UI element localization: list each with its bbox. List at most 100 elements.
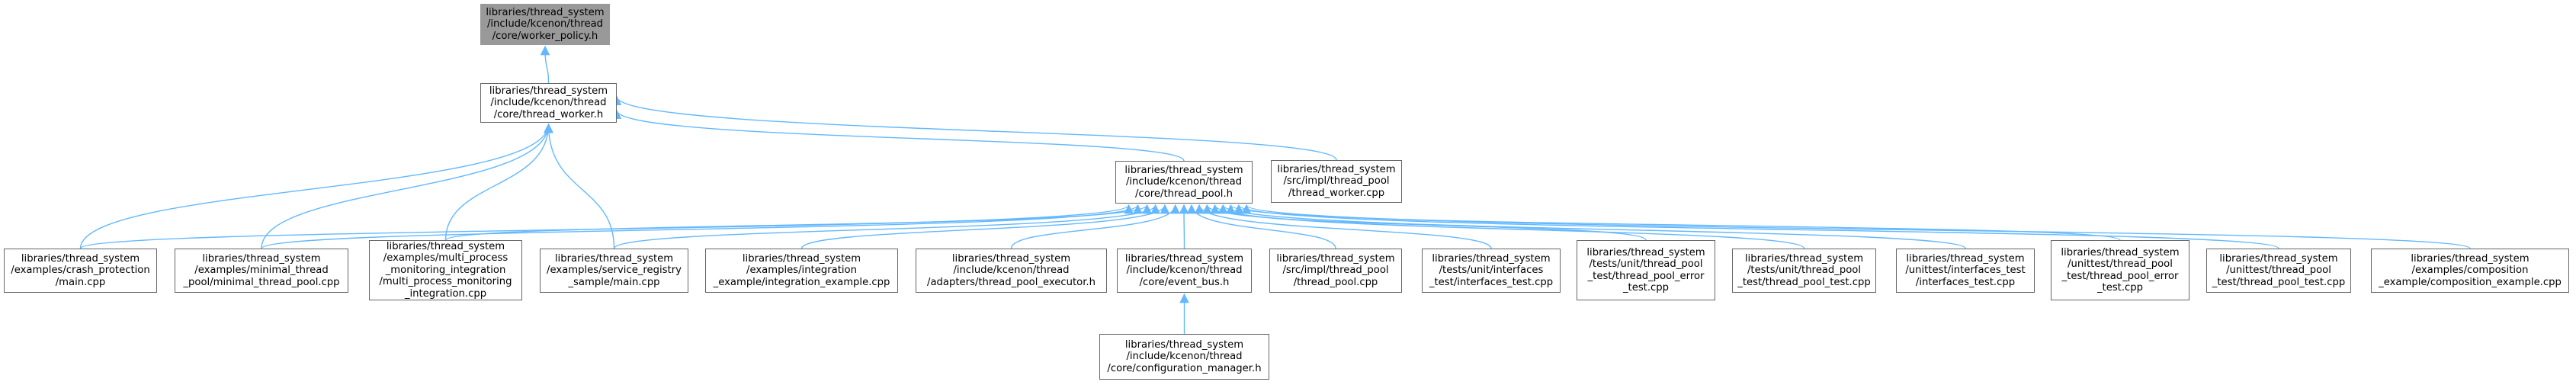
node-label-line: libraries/thread_system (951, 252, 1071, 265)
node-label-line: /examples/crash_protection (11, 265, 150, 277)
edge-thread-worker-h-to-worker-policy (540, 45, 550, 84)
node-label-line: libraries/thread_system (1276, 252, 1395, 265)
node-crash-protection[interactable]: libraries/thread_system/examples/crash_p… (4, 249, 157, 293)
edge-adapters-executor-to-thread-pool-h (1010, 204, 1180, 249)
node-label-line: /examples/multi_process (383, 252, 508, 265)
node-event-bus[interactable]: libraries/thread_system/include/kcenon/t… (1117, 249, 1252, 293)
node-label-line: libraries/thread_system (1124, 164, 1243, 176)
node-tests-pool-error[interactable]: libraries/thread_system/tests/unit/threa… (1577, 240, 1715, 300)
node-label-line: _test/thread_pool_test.cpp (2212, 276, 2346, 288)
node-label-line: _test.cpp (1622, 281, 1670, 294)
node-label-line: _test/thread_pool_error (2061, 270, 2179, 282)
node-tests-pool-test[interactable]: libraries/thread_system/tests/unit/threa… (1732, 249, 1876, 293)
node-label-line: /adapters/thread_pool_executor.h (927, 276, 1096, 288)
node-label-line: libraries/thread_system (1586, 246, 1705, 258)
edge-integration-example-to-thread-pool-h (800, 204, 1170, 249)
node-label-line: libraries/thread_system (1124, 338, 1244, 351)
node-label-line: _sample/main.cpp (568, 276, 660, 288)
node-label-line: /examples/composition (2411, 265, 2529, 277)
node-label-line: libraries/thread_system (386, 240, 505, 252)
edge-unittest-interfaces-to-thread-pool-h (1218, 204, 1966, 249)
node-worker-policy: libraries/thread_system/include/kcenon/t… (480, 4, 610, 45)
node-label-line: _test.cpp (2096, 281, 2144, 294)
edge-tests-pool-test-to-thread-pool-h (1210, 204, 1805, 249)
node-label-line: /unittest/thread_pool (2226, 265, 2331, 277)
edge-service-registry-to-thread-worker-h (544, 123, 615, 249)
node-configuration-manager[interactable]: libraries/thread_system/include/kcenon/t… (1099, 334, 1269, 380)
node-label-line: /src/impl/thread_pool (1283, 175, 1390, 188)
node-label-line: libraries/thread_system (489, 85, 608, 97)
node-unittest-interfaces[interactable]: libraries/thread_system/unittest/interfa… (1896, 249, 2035, 293)
node-label-line: _test/thread_pool_error (1587, 270, 1705, 282)
node-label-line: _pool/minimal_thread_pool.cpp (183, 276, 340, 288)
node-impl-thread-pool[interactable]: libraries/thread_system/src/impl/thread_… (1269, 249, 1402, 293)
node-label-line: /tests/unit/interfaces (1439, 265, 1544, 277)
node-label-line: _integration.cpp (404, 287, 487, 300)
node-label-line: libraries/thread_system (21, 252, 140, 265)
node-thread-pool-h[interactable]: libraries/thread_system/include/kcenon/t… (1115, 161, 1253, 204)
edge-thread-pool-h-to-thread-worker-h (611, 109, 1185, 162)
node-label-line: libraries/thread_system (554, 252, 674, 265)
edge-minimal-thread-pool-to-thread-worker-h (261, 123, 553, 249)
edge-unittest-pool-test-to-thread-pool-h (1233, 204, 2279, 249)
node-label-line: libraries/thread_system (1124, 252, 1244, 265)
node-label-line: /main.cpp (55, 276, 106, 288)
node-thread-worker-cpp[interactable]: libraries/thread_system/src/impl/thread_… (1271, 160, 1402, 203)
node-thread-worker-h[interactable]: libraries/thread_system/include/kcenon/t… (480, 83, 617, 123)
node-label-line: /tests/unit/thread_pool (1747, 265, 1862, 277)
node-label-line: /src/impl/thread_pool (1282, 265, 1389, 277)
node-label-line: /interfaces_test.cpp (1915, 276, 2016, 288)
node-label-line: libraries/thread_system (1744, 252, 1864, 265)
node-label-line: libraries/thread_system (1432, 252, 1551, 265)
node-label-line: /core/thread_pool.h (1135, 188, 1233, 200)
node-interfaces-test[interactable]: libraries/thread_system/tests/unit/inter… (1422, 249, 1561, 293)
node-label-line: libraries/thread_system (2061, 246, 2180, 258)
node-label-line: /include/kcenon/thread (1126, 265, 1243, 277)
node-label-line: /examples/service_registry (547, 265, 682, 277)
node-label-line: /core/thread_worker.h (493, 108, 604, 120)
node-label-line: _test/thread_pool_test.cpp (1737, 276, 1871, 288)
node-composition-example[interactable]: libraries/thread_system/examples/composi… (2371, 249, 2569, 293)
node-label-line: libraries/thread_system (2219, 252, 2338, 265)
node-label-line: libraries/thread_system (202, 252, 321, 265)
edge-composition-example-to-thread-pool-h (1242, 204, 2471, 249)
node-label-line: /multi_process_monitoring (379, 276, 512, 288)
edge-interfaces-test-to-thread-pool-h (1194, 204, 1492, 249)
node-label-line: /thread_worker.cpp (1288, 187, 1385, 199)
node-label-line: /include/kcenon/thread (1126, 351, 1243, 363)
node-label-line: /core/event_bus.h (1139, 276, 1230, 288)
node-label-line: libraries/thread_system (742, 252, 861, 265)
node-label-line: /include/kcenon/thread (486, 18, 604, 30)
node-integration-example[interactable]: libraries/thread_system/examples/integra… (705, 249, 898, 293)
edge-thread-worker-cpp-to-thread-worker-h (611, 95, 1337, 161)
node-multi-process[interactable]: libraries/thread_system/examples/multi_p… (369, 240, 522, 300)
node-label-line: /core/configuration_manager.h (1107, 362, 1262, 374)
node-adapters-executor[interactable]: libraries/thread_system/include/kcenon/t… (916, 249, 1107, 293)
node-label-line: /include/kcenon/thread (490, 97, 607, 109)
node-label-line: _monitoring_integration (385, 264, 506, 276)
node-label-line: libraries/thread_system (2411, 252, 2529, 265)
node-label-line: /examples/minimal_thread (194, 265, 329, 277)
edge-service-registry-to-thread-pool-h (613, 204, 1160, 249)
edge-crash-protection-to-thread-worker-h (79, 123, 553, 249)
node-label-line: /examples/integration (746, 265, 857, 277)
node-unittest-pool-test[interactable]: libraries/thread_system/unittest/thread_… (2206, 249, 2351, 293)
node-unittest-pool-error[interactable]: libraries/thread_system/unittest/thread_… (2051, 240, 2189, 300)
node-label-line: /unittest/thread_pool (2068, 258, 2173, 271)
node-service-registry[interactable]: libraries/thread_system/examples/service… (540, 249, 688, 293)
node-label-line: /thread_pool.cpp (1293, 276, 1378, 288)
node-label-line: _example/composition_example.cpp (2379, 276, 2562, 288)
edge-impl-thread-pool-to-thread-pool-h (1186, 204, 1336, 249)
edge-crash-protection-to-thread-pool-h (79, 204, 1134, 249)
node-label-line: /core/worker_policy.h (492, 30, 598, 42)
node-label-line: /include/kcenon/thread (953, 265, 1070, 277)
edge-multi-process-to-thread-pool-h (444, 204, 1152, 241)
edge-multi-process-to-thread-worker-h (444, 123, 553, 241)
node-minimal-thread-pool[interactable]: libraries/thread_system/examples/minimal… (175, 249, 348, 293)
node-label-line: /include/kcenon/thread (1125, 176, 1243, 188)
node-label-line: /unittest/interfaces_test (1905, 265, 2026, 277)
node-label-line: /tests/unit/thread_pool (1589, 258, 1703, 271)
node-label-line: _test/interfaces_test.cpp (1429, 276, 1554, 288)
